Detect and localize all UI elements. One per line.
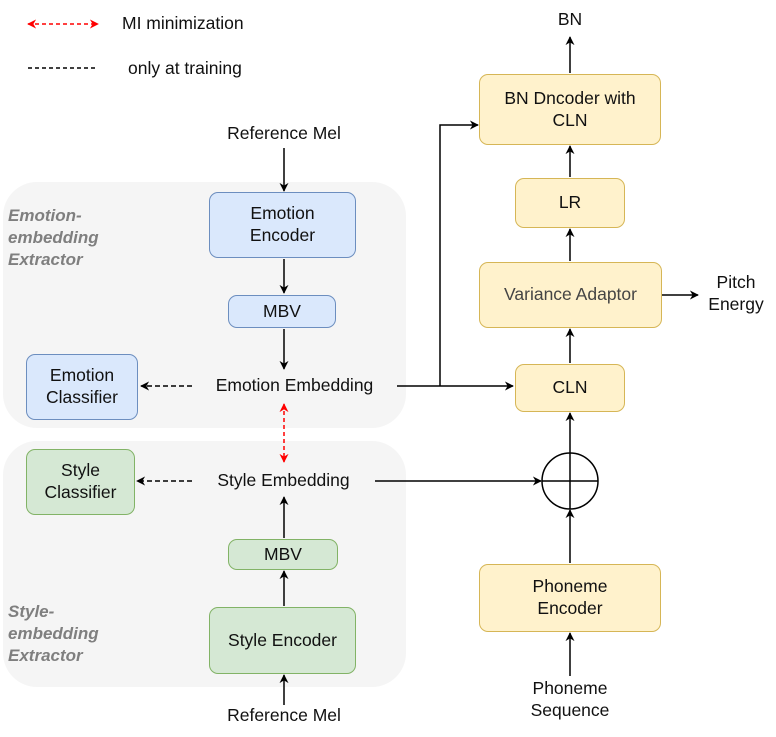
legend-mi-label: MI minimization	[122, 13, 244, 33]
reference-mel-top-label: Reference Mel	[227, 123, 341, 143]
style-embedding-label: Style Embedding	[217, 470, 350, 490]
lr-block: LR	[515, 178, 625, 228]
emotion-classifier-block: Emotion Classifier	[26, 354, 138, 420]
variance-adaptor-block: Variance Adaptor	[479, 262, 662, 328]
cln-block: CLN	[515, 364, 625, 412]
emotion-embedding-label: Emotion Embedding	[215, 375, 374, 395]
mbv-emotion-block: MBV	[228, 295, 336, 328]
mbv-style-block: MBV	[228, 539, 338, 570]
reference-mel-bottom-label: Reference Mel	[227, 705, 341, 725]
legend-training-label: only at training	[128, 58, 242, 78]
phoneme-sequence-label: Phoneme Sequence	[530, 678, 610, 720]
pitch-energy-label: Pitch Energy	[708, 272, 764, 314]
arrow-emotion-embedding-to-bn-decoder	[439, 120, 479, 386]
bn-decoder-block: BN Dncoder with CLN	[479, 74, 661, 145]
emotion-extractor-title: Emotion- embedding Extractor	[8, 206, 99, 270]
style-encoder-block: Style Encoder	[209, 607, 356, 674]
style-extractor-title: Style- embedding Extractor	[8, 602, 99, 666]
bn-output-label: BN	[557, 9, 583, 29]
emotion-encoder-block: Emotion Encoder	[209, 192, 356, 258]
phoneme-encoder-block: Phoneme Encoder	[479, 564, 661, 632]
style-classifier-block: Style Classifier	[26, 449, 135, 515]
